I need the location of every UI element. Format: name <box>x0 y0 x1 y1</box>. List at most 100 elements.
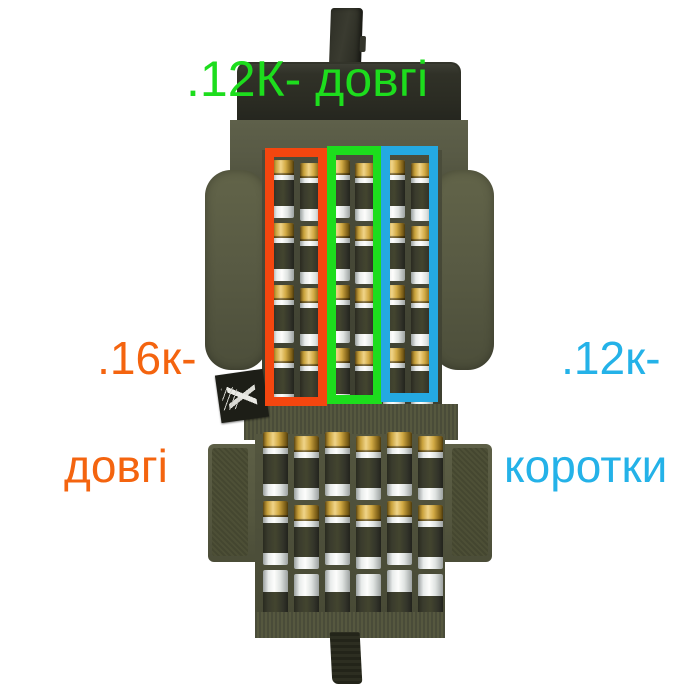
shell-column-upper <box>411 160 433 409</box>
shotgun-shell <box>299 350 322 409</box>
shell-retention-cover <box>355 308 378 334</box>
label-16k-long-left: .16к- довгі <box>46 288 197 583</box>
shell-retention-cover <box>411 183 433 209</box>
shell-retention-cover <box>263 454 288 484</box>
shell-retention-cover <box>418 458 443 488</box>
shell-column-lower <box>356 432 381 639</box>
highlight-box-12k-long <box>327 146 382 404</box>
shotgun-shell <box>355 350 378 409</box>
shell-retention-cover <box>411 308 433 334</box>
shell-retention-cover <box>272 367 294 394</box>
shell-retention-cover <box>325 454 350 484</box>
shell-brass-head <box>418 436 443 452</box>
shotgun-shell <box>263 501 288 565</box>
shell-brass-head <box>294 505 319 521</box>
shotgun-shell <box>411 350 433 409</box>
shell-column-lower <box>387 432 412 639</box>
shotgun-shell <box>411 225 433 284</box>
shell-brass-head <box>387 501 412 517</box>
label-16k-long-line1: .16к- <box>97 331 197 384</box>
pouch-logo-patch <box>214 368 270 424</box>
highlight-box-12k-short <box>381 146 438 402</box>
shell-retention-cover <box>411 370 433 397</box>
shell-brass-head <box>294 436 319 452</box>
shell-retention-cover <box>355 245 378 272</box>
shell-brass-head <box>356 505 381 521</box>
shotgun-shell <box>355 163 378 221</box>
shell-brass-head <box>325 501 350 517</box>
shell-retention-cover <box>411 245 433 272</box>
shell-column-lower <box>294 432 319 639</box>
shotgun-shell <box>272 222 294 281</box>
shell-retention-cover <box>294 458 319 488</box>
shell-column-lower <box>418 432 443 639</box>
shotgun-shell <box>356 436 381 500</box>
shell-brass-head <box>272 285 294 300</box>
logo-bars-icon <box>220 386 240 411</box>
shell-brass-head <box>272 347 294 363</box>
shell-brass-head <box>355 163 378 178</box>
shell-brass-head <box>272 160 294 175</box>
highlight-box-16k-long <box>265 148 327 406</box>
shotgun-shell <box>325 501 350 565</box>
shell-retention-cover <box>356 458 381 488</box>
shell-brass-head <box>356 436 381 452</box>
shell-brass-head <box>299 225 322 241</box>
shotgun-shell <box>355 288 378 346</box>
shell-retention-cover <box>272 180 294 206</box>
pouch-side-flap-right-upper <box>432 170 494 370</box>
shell-retention-cover <box>325 523 350 553</box>
velcro-patch-left <box>212 448 248 556</box>
label-12k-short-right: .12к- коротки <box>504 288 667 583</box>
shell-retention-cover <box>272 305 294 331</box>
shotgun-shell <box>294 436 319 500</box>
shell-retention-cover <box>299 308 322 334</box>
shotgun-shell <box>387 432 412 496</box>
shell-brass-head <box>272 222 294 238</box>
shell-brass-head <box>411 288 433 303</box>
velcro-patch-right <box>452 448 488 556</box>
pouch-bottom-strap <box>329 632 363 684</box>
shell-retention-cover <box>299 245 322 272</box>
shell-brass-head <box>411 225 433 241</box>
shotgun-shell <box>263 432 288 496</box>
shell-brass-head <box>299 288 322 303</box>
shell-retention-cover <box>355 370 378 397</box>
label-12k-short-line2: коротки <box>504 439 668 492</box>
shell-retention-cover <box>263 523 288 553</box>
pouch-top-flap <box>237 62 461 124</box>
shell-brass-head <box>355 350 378 366</box>
shotgun-shell <box>299 288 322 346</box>
shell-brass-head <box>418 505 443 521</box>
shell-brass-head <box>387 432 412 448</box>
shotgun-shell <box>411 288 433 346</box>
shell-brass-head <box>411 350 433 366</box>
shotgun-shell <box>272 285 294 343</box>
shell-brass-head <box>263 501 288 517</box>
shotgun-shell <box>355 225 378 284</box>
label-12k-long-top: .12К- довгі <box>186 51 429 107</box>
shotgun-shell <box>299 163 322 221</box>
shell-retention-cover <box>418 527 443 557</box>
shell-retention-cover <box>299 370 322 397</box>
shell-brass-head <box>299 350 322 366</box>
shell-column-upper <box>299 160 322 409</box>
shell-brass-head <box>411 163 433 178</box>
shell-retention-cover <box>356 527 381 557</box>
shell-retention-cover <box>387 523 412 553</box>
shell-brass-head <box>299 163 322 178</box>
shell-brass-head <box>325 432 350 448</box>
shotgun-shell <box>325 432 350 496</box>
shell-retention-cover <box>299 183 322 209</box>
shell-column-lower <box>325 432 350 639</box>
shell-brass-head <box>355 288 378 303</box>
shotgun-shell <box>272 347 294 406</box>
shell-column-lower <box>263 432 288 639</box>
shotgun-shell <box>387 501 412 565</box>
shell-column-upper <box>355 160 378 409</box>
shell-retention-cover <box>387 454 412 484</box>
label-12k-short-line1: .12к- <box>561 331 661 384</box>
pouch-side-flap-left-upper <box>205 170 267 370</box>
shotgun-shell <box>411 163 433 221</box>
